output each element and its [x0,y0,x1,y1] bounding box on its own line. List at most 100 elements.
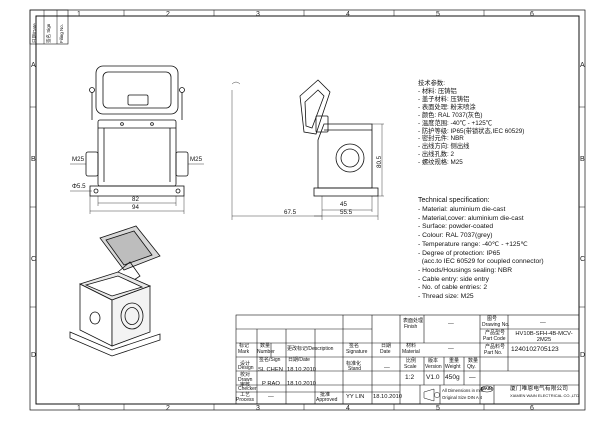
tb-date2-cn: 日期 [381,343,392,349]
dim-thread-left: M25 [72,156,85,163]
tb-checker-en: Checker [238,386,257,392]
tb-checker-cn: 审核 [240,382,251,388]
tb-part-no: 1240102705123 [511,346,559,353]
zone-right-a: A [580,62,585,69]
spec-en-list: - Material: aluminium die-cast - Materia… [418,206,544,302]
tb-approved-date: 18.10.2010 [373,394,403,400]
zone-right-d: D [580,352,586,359]
spec-en-line: (acc.to IEC 60529 for coupled connector) [418,258,544,266]
projection-symbol-icon [423,388,440,402]
tb-design-date: 18.10.2010 [287,367,317,373]
tb-qty-en: Qty. [467,364,476,370]
tb-scale-en: Scale [404,364,417,370]
front-dim-lines [70,163,204,214]
tb-part-code: HV10B-SFH-4B-MCV-2M25 [515,331,573,344]
tb-date: 日期/Date [288,357,310,363]
tb-drawing-no: — [540,320,546,326]
tb-finish-cn: 表面处理 [403,318,424,324]
zone-left-a: A [31,62,36,69]
spec-en-line: - Material,cover: aluminium die-cast [418,214,524,222]
spec-cn-line: - 颜色: RAL 7037(灰色) [418,111,483,119]
spec-en-line: - No. of cable entries: 2 [418,284,488,292]
spec-en-line: - Temperature range: -40℃ - +125℃ [418,240,528,248]
filing-strip [29,9,69,45]
spec-en-title: Technical specification: [418,197,490,204]
spec-cn-line: - 螺纹规格: M25 [418,159,463,167]
tb-stand-val: — [384,365,390,371]
tb-number-en: Number [257,349,275,355]
tb-weight: 450g [445,374,460,381]
tb-design-cn: 设计 [240,361,251,367]
tb-part-no-en: Part No. [484,350,503,356]
dim-width-outer: 94 [132,204,139,211]
zone-top-2: 2 [166,11,170,18]
spec-cn-line: - 温度范围: -40℃ - +125℃ [418,119,493,127]
tb-part-code-cn: 产品型号 [485,330,506,336]
tb-part-code-en: Part Code [483,336,506,342]
tb-number-cn: 数量 [260,343,271,349]
spec-cn-line: - 出线孔数: 2 [418,151,455,159]
zone-top-1: 1 [77,11,81,18]
tb-version-en: Version [425,364,442,370]
tb-material-val: — [448,346,454,352]
dim-hole-dia: Φ5.5 [72,183,86,190]
tb-material-en: Material [402,349,420,355]
spec-cn-line: - 表面处理: 粉末喷涂 [418,103,476,111]
dim-depth-b: 55.5 [340,209,353,216]
isometric-view [69,225,161,357]
spec-cn-line: - 密封元件: NBR [418,135,464,143]
tb-process-cn: 工艺 [240,392,251,398]
zone-left-b: B [31,156,36,163]
zone-top-5: 5 [436,11,440,18]
tb-drawing-no-cn: 图号 [487,316,498,322]
spec-en-line: - Hoods/Housings sealing: NBR [418,266,513,274]
tb-designer: SL CHEN [258,367,283,373]
spec-cn-line: - 出线方向: 侧出线 [418,143,470,151]
tb-change-desc: 更改标记/Description [287,346,334,352]
tb-material-cn: 材料 [406,343,417,349]
tb-units-note-1: All Dimensions in mm [442,388,484,393]
tb-checker-date: 18.10.2010 [287,381,317,387]
tb-qty-cn: 数量 [468,358,479,364]
zone-top-3: 3 [256,11,260,18]
zone-bottom-3: 3 [256,405,260,412]
spec-cn-line: - 盖子材料: 压铸铝 [418,95,470,103]
tb-approved-cn: 批准 [320,392,331,398]
spec-en-line: - Surface: powder-coated [418,223,494,231]
tb-sign: 签名/Sign [259,357,281,363]
tb-drawn-en: Drawn [238,377,253,383]
zone-top-4: 4 [346,11,350,18]
tb-stand-en: Stand [348,366,362,372]
zone-ticks [30,10,585,410]
tb-finish-en: Finish [404,324,418,330]
zone-bottom-6: 6 [530,405,534,412]
zone-left-d: D [31,352,37,359]
zone-bottom-5: 5 [436,405,440,412]
tb-signature-cn: 签名 [349,343,360,349]
tb-signature-en: Signature [346,349,368,355]
spec-cn-title: 技术参数: [418,80,445,87]
tb-units-note-2: Original Size DIN A 4 [442,395,483,400]
tb-date2-en: Date [380,349,391,355]
spec-cn-list: - 材料: 压铸铝 - 盖子材料: 压铸铝 - 表面处理: 粉末喷涂 - 颜色:… [418,88,524,167]
zone-bottom-1: 1 [77,405,81,412]
tb-weight-cn: 重量 [449,358,460,364]
tb-drawn-cn: 校对 [240,372,251,378]
spec-en-line: - Degree of protection: IP65 [418,249,501,257]
tb-process-val: — [268,394,274,400]
front-view [85,65,189,197]
spec-cn-line: - 防护等级: IP65(带锁状态,IEC 60529) [418,127,525,135]
tb-approver: YY LIN [346,394,365,400]
tb-scale: 1:2 [405,374,415,381]
tb-scale-cn: 比例 [406,358,417,364]
side-dim-lines [231,81,384,220]
zone-left-c: C [31,256,37,263]
strip-filing: Filing No. [59,23,64,43]
tb-weight-en: Weight [445,364,461,370]
tb-company-cn: 厦门唯恩电气有限公司 [510,386,568,392]
spec-cn-line: - 材料: 压铸铝 [418,88,457,95]
zone-right-c: C [580,256,586,263]
tb-qty: — [469,374,476,381]
strip-date: 日期/Date [32,23,37,43]
